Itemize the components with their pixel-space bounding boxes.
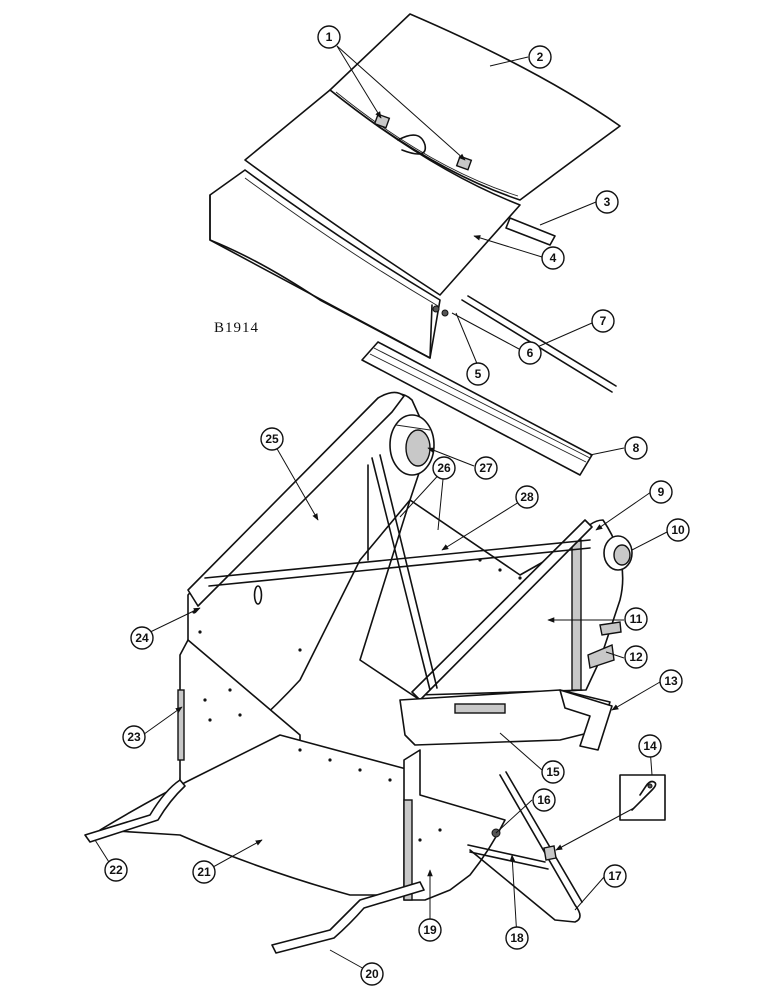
bearing-housing — [389, 414, 435, 476]
front-side-panel — [209, 169, 441, 359]
callout-14: 14 — [638, 734, 662, 758]
callout-9: 9 — [649, 480, 673, 504]
callout-27: 27 — [474, 456, 498, 480]
callout-2: 2 — [528, 45, 552, 69]
svg-text:18: 18 — [510, 931, 524, 945]
callout-5: 5 — [466, 362, 490, 386]
svg-text:7: 7 — [600, 314, 607, 328]
svg-text:3: 3 — [604, 195, 611, 209]
svg-text:15: 15 — [546, 765, 560, 779]
hairpin-clip — [619, 774, 666, 821]
callout-18: 18 — [505, 926, 529, 950]
callout-11: 11 — [624, 607, 648, 631]
floor-strap-20 — [271, 881, 425, 954]
callout-16: 16 — [532, 788, 556, 812]
callout-4: 4 — [541, 246, 565, 270]
callout-1: 1 — [317, 25, 341, 49]
svg-text:2: 2 — [537, 50, 544, 64]
svg-text:1: 1 — [326, 30, 333, 44]
callout-25: 25 — [260, 427, 284, 451]
callout-3: 3 — [595, 190, 619, 214]
right-frame-rail — [411, 519, 593, 701]
callout-13: 13 — [659, 669, 683, 693]
svg-text:25: 25 — [265, 432, 279, 446]
svg-text:13: 13 — [664, 674, 678, 688]
svg-text:11: 11 — [630, 612, 643, 626]
callout-12: 12 — [624, 645, 648, 669]
svg-text:23: 23 — [127, 730, 141, 744]
svg-text:19: 19 — [423, 923, 437, 937]
callout-22: 22 — [104, 858, 128, 882]
callout-26: 26 — [432, 456, 456, 480]
callout-23: 23 — [122, 725, 146, 749]
hinged-door-panel — [244, 89, 521, 296]
svg-text:10: 10 — [671, 523, 685, 537]
callout-28: 28 — [515, 485, 539, 509]
callout-15: 15 — [541, 760, 565, 784]
svg-text:28: 28 — [520, 490, 534, 504]
top-frame-rail — [187, 391, 405, 607]
top-cover-panel — [329, 13, 621, 201]
callout-19: 19 — [418, 918, 442, 942]
svg-text:4: 4 — [550, 251, 557, 265]
svg-text:17: 17 — [608, 869, 622, 883]
svg-text:26: 26 — [437, 461, 451, 475]
svg-text:5: 5 — [475, 367, 482, 381]
support-bar-3 — [505, 217, 556, 246]
svg-text:21: 21 — [197, 865, 211, 879]
floor-pan — [99, 734, 416, 896]
svg-text:16: 16 — [537, 793, 551, 807]
side-panel-19 — [403, 749, 506, 901]
support-frame — [467, 771, 583, 923]
callout-20: 20 — [360, 962, 384, 986]
mount-bracket-12 — [587, 621, 622, 669]
drawing-id: B1914 — [214, 320, 259, 336]
callout-7: 7 — [591, 309, 615, 333]
bearing-housing-right — [603, 535, 633, 571]
hinge-fasteners — [432, 305, 449, 317]
callout-6: 6 — [518, 341, 542, 365]
callout-10: 10 — [666, 518, 690, 542]
callout-21: 21 — [192, 860, 216, 884]
svg-text:12: 12 — [629, 650, 643, 664]
svg-text:24: 24 — [135, 631, 149, 645]
svg-text:27: 27 — [479, 461, 493, 475]
callout-24: 24 — [130, 626, 154, 650]
leader-lines — [94, 45, 668, 971]
svg-text:20: 20 — [365, 967, 379, 981]
svg-text:22: 22 — [109, 863, 123, 877]
cross-braces — [204, 454, 591, 691]
callout-17: 17 — [603, 864, 627, 888]
svg-text:6: 6 — [527, 346, 534, 360]
callout-8: 8 — [624, 436, 648, 460]
svg-text:8: 8 — [633, 441, 640, 455]
floor-strap-22 — [84, 779, 186, 843]
svg-text:14: 14 — [643, 739, 657, 753]
svg-text:9: 9 — [658, 485, 665, 499]
